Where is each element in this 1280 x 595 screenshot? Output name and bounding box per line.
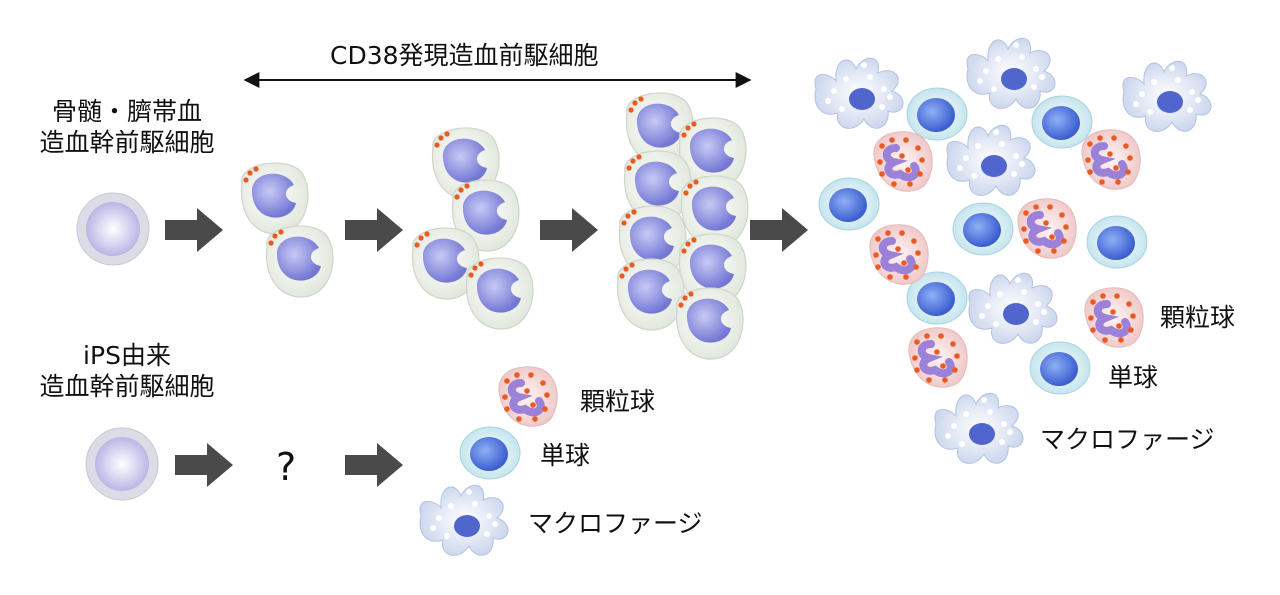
granulocyte-cell [1084,287,1144,348]
bottom-arrow-2 [345,443,403,487]
granulocyte-cell [908,327,968,388]
progenitor-cell [411,227,480,300]
top-arrow-2 [345,208,403,252]
granulocyte-cell [873,131,933,192]
top-arrow-3 [540,208,598,252]
macrophage-cell [1122,60,1212,132]
progenitor-cell [240,162,309,235]
monocyte-cell [1031,95,1093,149]
granulocyte-cell [1017,198,1077,259]
progenitor-cell [625,92,694,165]
bottom-row-label: iPS由来 造血幹前駆細胞 [22,340,232,403]
legend-bottom-macrophage: マクロファージ [528,509,703,538]
progenitor-cell [265,225,334,298]
bottom-row-label-line2: 造血幹前駆細胞 [39,372,215,402]
progenitor-cell [678,233,747,306]
legend-bottom-granulocyte: 顆粒球 [580,387,656,416]
top-row-label: 骨髄・臍帯血 造血幹前駆細胞 [22,96,232,159]
progenitor-cell [680,175,749,248]
progenitor-cell [618,205,687,278]
cd38-title: CD38発現造血前駆細胞 [330,41,599,70]
monocyte-cell [906,87,968,141]
cells-layer [76,37,1212,556]
macrophage-cell [966,37,1056,109]
legend-right-macrophage: マクロファージ [1040,425,1215,454]
progenitor-cell [623,150,692,223]
macrophage-cell [814,57,904,129]
legend-granulocyte-cell [498,366,558,427]
top-row-label-line1: 骨髄・臍帯血 [51,97,202,126]
progenitor-cell [451,179,520,252]
top-arrow-1 [165,208,223,252]
monocyte-cell [952,202,1014,256]
top-stem-cell [76,192,150,266]
legend-bottom-monocyte: 単球 [540,441,591,470]
bottom-arrow-1 [175,443,233,487]
monocyte-cell [1029,341,1091,395]
progenitor-cell [678,117,747,190]
bottom-stem-cell [85,427,159,501]
bottom-row-label-line1: iPS由来 [83,341,171,370]
monocyte-cell [1086,215,1148,269]
monocyte-cell [906,271,968,325]
legend-right-granulocyte: 顆粒球 [1160,303,1236,332]
progenitor-cell [675,287,744,360]
legend-right-monocyte: 単球 [1108,363,1159,392]
granulocyte-cell [869,224,929,285]
legend-macrophage-cell [419,484,509,556]
progenitor-cell [616,258,685,331]
monocyte-cell [818,177,880,231]
top-arrow-4 [750,208,808,252]
legend-monocyte-cell [459,426,521,480]
macrophage-cell [934,392,1024,464]
macrophage-cell [968,272,1058,344]
granulocyte-cell [1081,129,1141,190]
top-row-label-line2: 造血幹前駆細胞 [39,128,215,158]
progenitor-cell [465,257,534,330]
unknown-step-mark: ? [276,445,297,489]
macrophage-cell [946,124,1036,196]
arrows-layer [165,208,808,487]
